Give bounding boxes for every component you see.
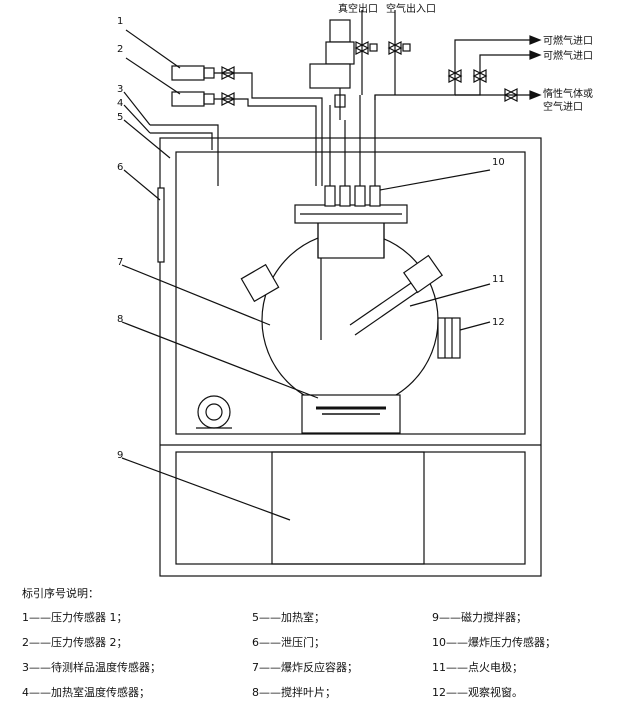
legend-text: 压力传感器 2； [51,636,128,649]
callout-1: 1 [117,16,123,27]
legend-text: 磁力搅拌器； [461,611,527,624]
apparatus-diagram: 1 2 3 4 5 6 7 8 9 10 11 12 真空出口 空气出入口 可燃… [117,2,593,577]
pressure-sensor-2 [171,91,205,107]
legend-text: 压力传感器 1； [51,611,128,624]
legend-number: 8 [252,686,259,699]
legend-item-12: 12——观察视窗。 [432,686,523,699]
outer-cabinet [159,137,542,577]
callout-9: 9 [117,450,123,461]
legend-text: 泄压门； [281,636,325,649]
legend-item-5: 5——加热室； [252,611,325,624]
legend-item-3: 3——待测样品温度传感器； [22,661,161,674]
callout-3: 3 [117,84,123,95]
callout-7: 7 [117,257,123,268]
legend-title: 标引序号说明： [22,587,99,600]
legend: 标引序号说明： 1——压力传感器 1； 5——加热室； 9——磁力搅拌器； 2——压力… [22,585,612,700]
callout-6: 6 [117,162,123,173]
legend-number: 7 [252,661,259,674]
magnetic-stirrer-box [271,451,425,565]
callout-5: 5 [117,112,123,123]
legend-text: 爆炸压力传感器； [468,636,556,649]
legend-number: 9 [432,611,439,624]
fan-outer [197,395,231,429]
callout-11: 11 [492,274,505,285]
stirrer-housing [175,451,526,565]
legend-number: 12 [432,686,446,699]
legend-number: 5 [252,611,259,624]
legend-item-10: 10——爆炸压力传感器； [432,636,556,649]
legend-text: 观察视窗。 [468,686,523,699]
legend-grid: 1——压力传感器 1； 5——加热室； 9——磁力搅拌器； 2——压力传感器 2； 6—… [22,609,612,700]
callout-12: 12 [492,317,505,328]
label-vacuum-outlet: 真空出口 [338,2,378,15]
legend-text: 待测样品温度传感器； [51,661,161,674]
legend-text: 搅拌叶片； [281,686,336,699]
heating-chamber-inner [175,151,526,435]
legend-number: 3 [22,661,29,674]
legend-number: 1 [22,611,29,624]
label-air-inout: 空气出入口 [386,2,436,15]
legend-item-11: 11——点火电极； [432,661,523,674]
label-fuel-inlet-1: 可燃气进口 [543,34,593,47]
legend-item-4: 4——加热室温度传感器； [22,686,150,699]
callout-8: 8 [117,314,123,325]
legend-number: 11 [432,661,446,674]
pressure-sensor-1 [171,65,205,81]
legend-item-7: 7——爆炸反应容器； [252,661,358,674]
legend-text: 点火电极； [468,661,523,674]
callout-10: 10 [492,157,505,168]
callout-4: 4 [117,98,123,109]
callout-2: 2 [117,44,123,55]
legend-item-6: 6——泄压门； [252,636,325,649]
legend-item-9: 9——磁力搅拌器； [432,611,527,624]
label-inert-gas-2: 空气进口 [543,100,583,113]
legend-text: 加热室温度传感器； [51,686,150,699]
legend-item-1: 1——压力传感器 1； [22,611,128,624]
legend-number: 4 [22,686,29,699]
legend-number: 6 [252,636,259,649]
legend-text: 爆炸反应容器； [281,661,358,674]
legend-item-2: 2——压力传感器 2； [22,636,128,649]
legend-number: 10 [432,636,446,649]
label-inert-gas-1: 惰性气体或 [543,87,593,100]
legend-item-8: 8——搅拌叶片； [252,686,336,699]
label-fuel-inlet-2: 可燃气进口 [543,49,593,62]
observation-window [437,317,461,359]
legend-number: 2 [22,636,29,649]
relief-door [157,187,165,263]
legend-text: 加热室； [281,611,325,624]
